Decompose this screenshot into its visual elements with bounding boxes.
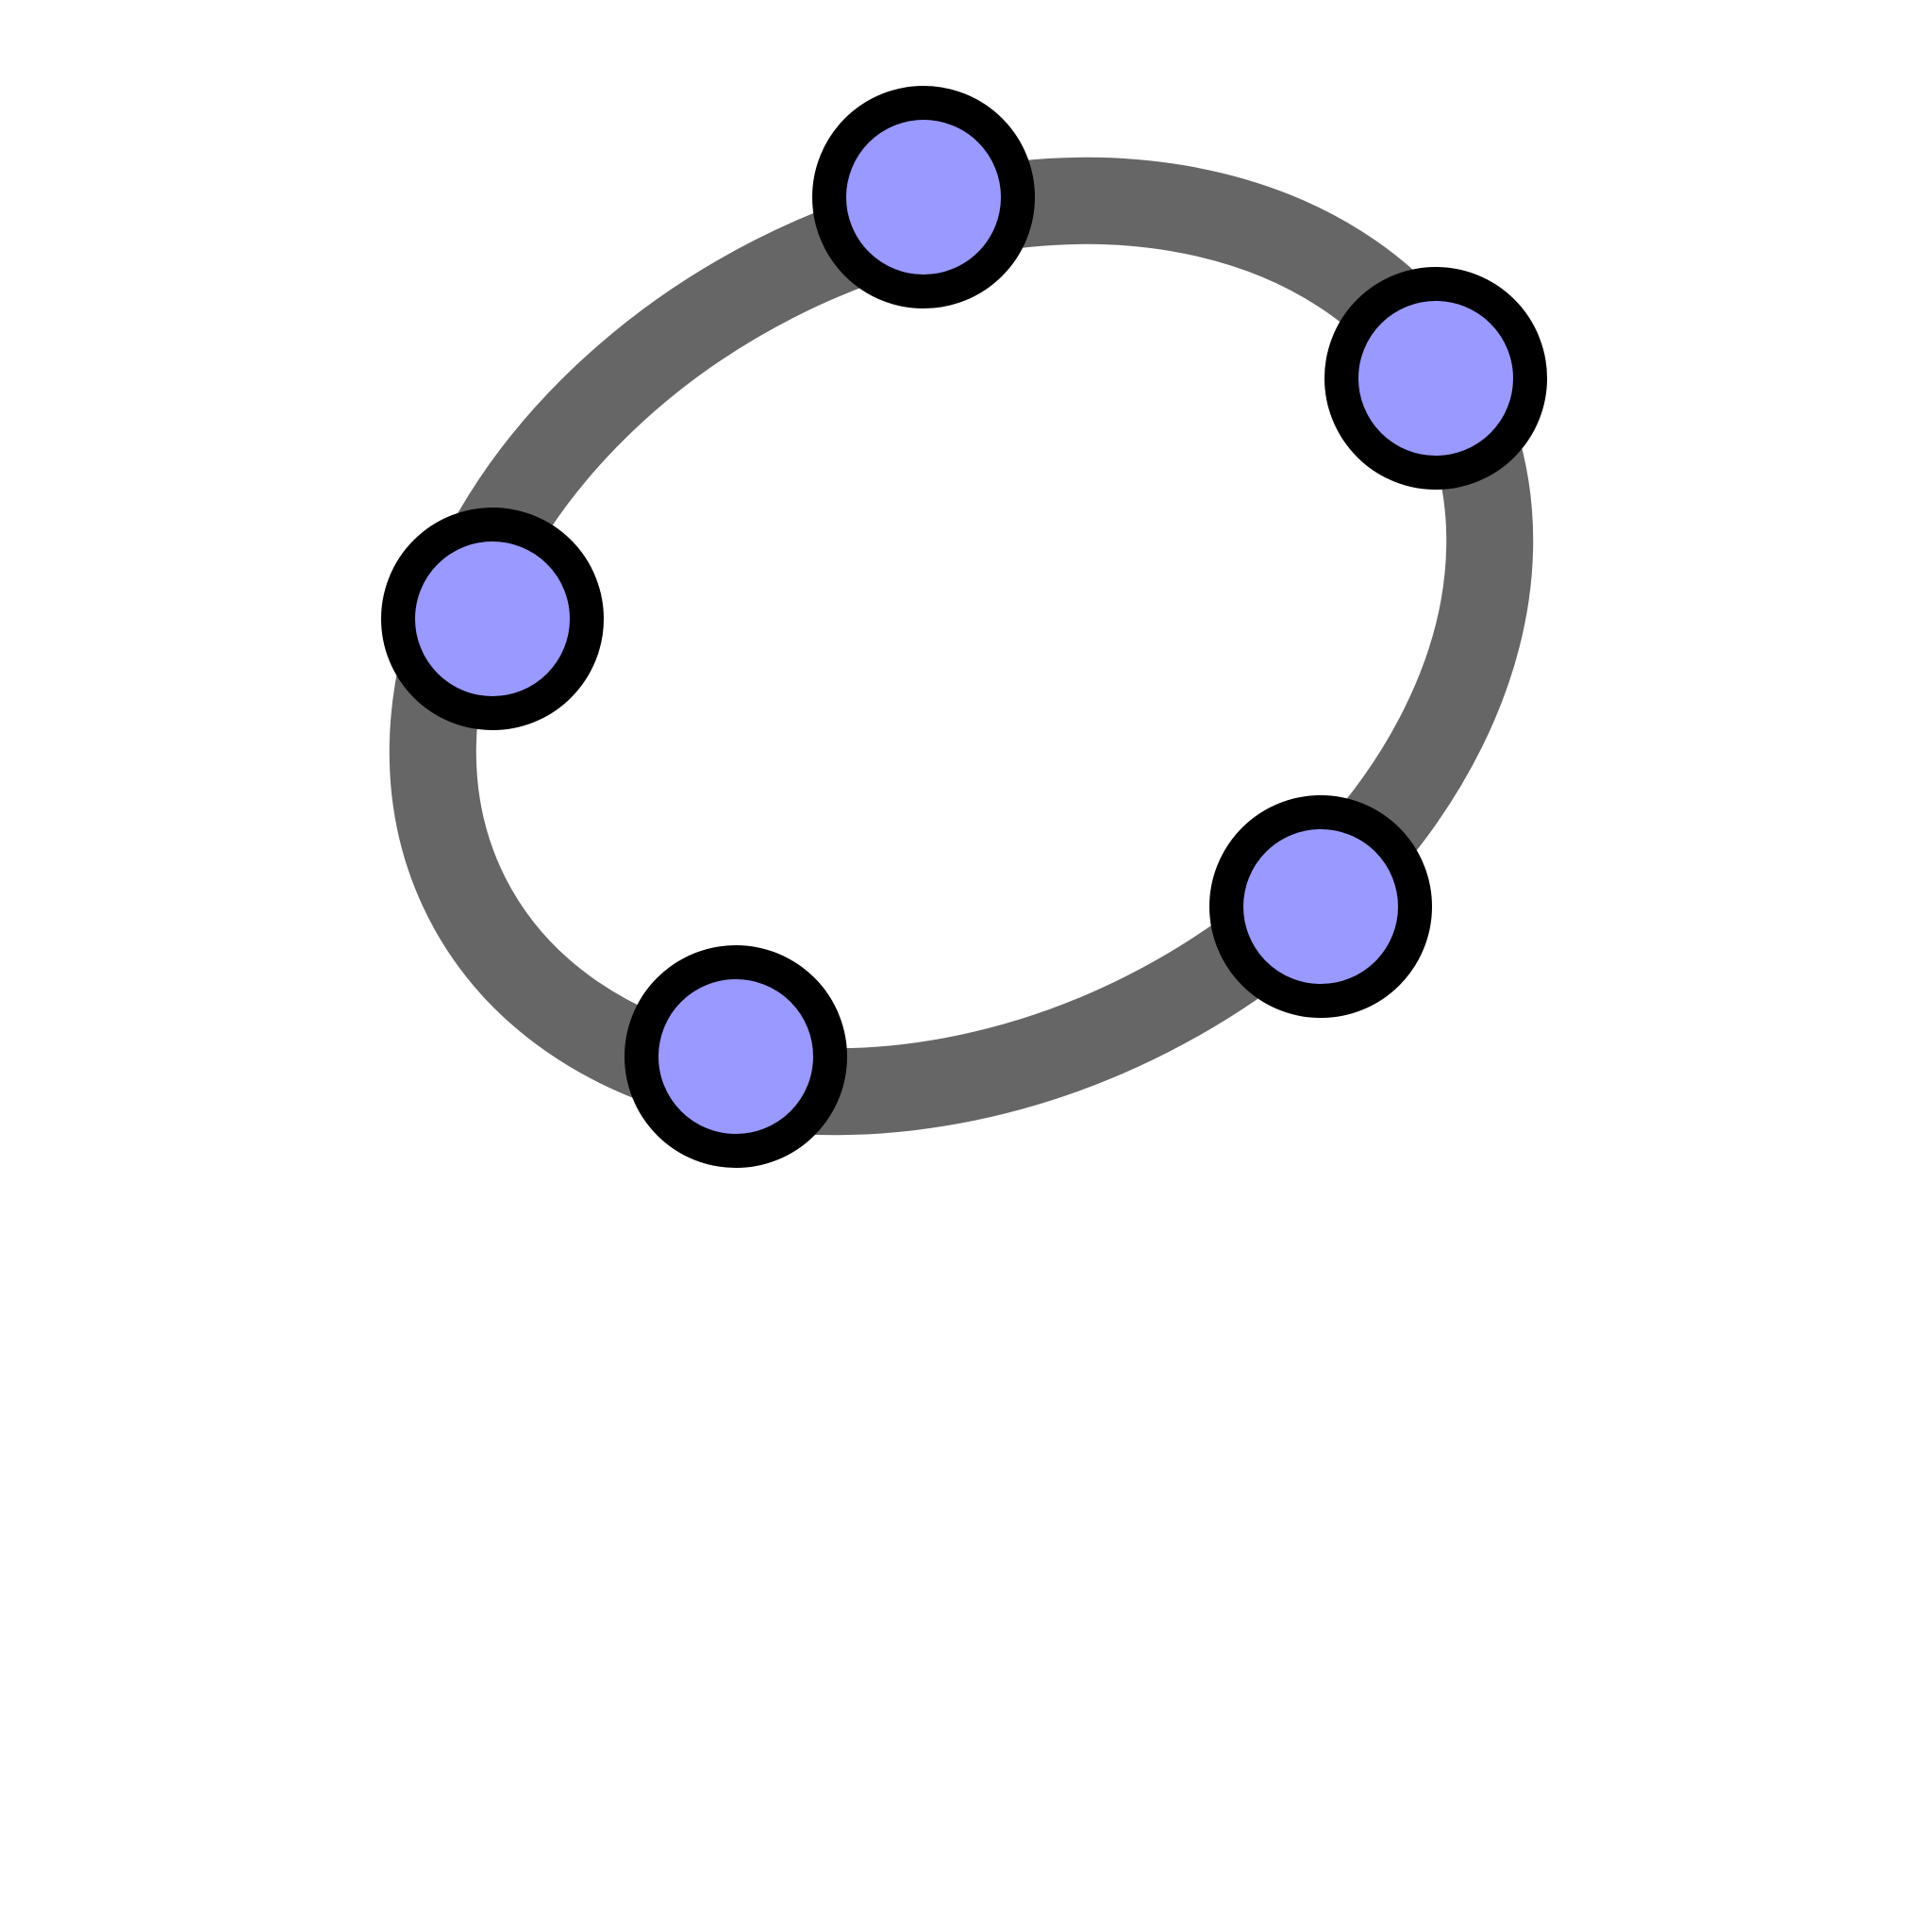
control-points	[381, 86, 1547, 1168]
point-right	[1324, 267, 1547, 490]
point-lower-right	[1209, 795, 1432, 1018]
point-bottom	[625, 945, 847, 1168]
point-top	[812, 86, 1035, 308]
point-left	[381, 508, 604, 730]
